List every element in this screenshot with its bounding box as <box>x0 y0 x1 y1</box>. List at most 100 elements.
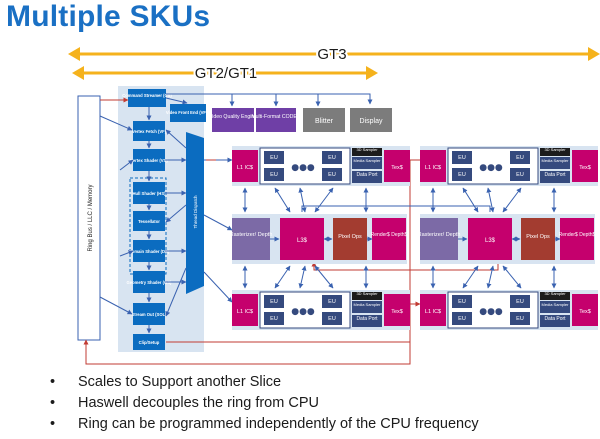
bullet-item: • Haswell decouples the ring from CPU <box>50 393 479 414</box>
display-label: Display <box>360 118 383 125</box>
eu-block-bottom-right <box>419 289 599 331</box>
eu-label: EU <box>458 172 466 178</box>
render-depth-label: Render$ Depth$ <box>371 232 408 238</box>
domain-shader-box <box>133 240 165 262</box>
pixel-ops-label: Pixel Ops <box>526 234 550 240</box>
blitter-label: Blitter <box>315 118 334 125</box>
display-box <box>350 108 392 132</box>
eu-label: EU <box>516 299 524 305</box>
data-port-label: Data Port <box>544 316 566 322</box>
sampler-3d-label: 3D Sampler <box>356 291 378 296</box>
pipeline-arrows <box>99 93 373 334</box>
eu-ellipsis: ●●● <box>291 163 315 173</box>
eu-label: EU <box>270 316 278 322</box>
gt2-gt1-label: GT2/GT1 <box>195 65 258 82</box>
bullet-marker: • <box>50 416 56 432</box>
l1-ics-label: L1 IC$ <box>425 165 441 171</box>
stream-out-box <box>133 303 165 325</box>
tex-label: Tex$ <box>579 165 591 171</box>
eu-block-top-left <box>231 145 411 187</box>
eu-label: EU <box>458 316 466 322</box>
rasterizer-label: Rasterizer/ Depth <box>230 232 273 238</box>
l1-ics-label: L1 IC$ <box>237 165 253 171</box>
eu-label: EU <box>458 155 466 161</box>
thread-dispatch-label: Thread Dispatch <box>193 195 198 229</box>
clip-setup-box <box>133 334 165 350</box>
eu-label: EU <box>328 155 336 161</box>
eu-block-top-right <box>419 145 599 187</box>
media-sampler-label: Media Sampler <box>542 158 570 163</box>
l1-ics-label: L1 IC$ <box>425 309 441 315</box>
hull-shader-label: Hull Shader (HS) <box>132 191 166 196</box>
l3-label: L3$ <box>297 238 308 244</box>
eu-ellipsis: ●●● <box>291 307 315 317</box>
l3-block-left <box>232 214 407 264</box>
stream-out-label: Stream Out (SOL) <box>131 312 167 317</box>
gt3-range-arrow <box>68 47 600 61</box>
bullet-marker: • <box>50 374 56 390</box>
vertex-shader-label: Vertex Shader (VS) <box>130 158 168 163</box>
bullet-marker: • <box>50 395 56 411</box>
bullet-text: Haswell decouples the ring from CPU <box>78 395 319 411</box>
eu-label: EU <box>328 172 336 178</box>
multi-format-codec-label: Multi-Format CODEC <box>251 114 301 120</box>
l3-label: L3$ <box>485 238 496 244</box>
eu-label: EU <box>270 299 278 305</box>
eu-label: EU <box>516 316 524 322</box>
pixel-ops-label: Pixel Ops <box>338 234 362 240</box>
media-sampler-label: Media Sampler <box>354 302 382 307</box>
tessellator-label: Tessellator <box>138 219 160 224</box>
eu-label: EU <box>516 155 524 161</box>
tessellator-box <box>133 211 165 231</box>
eu-label: EU <box>328 299 336 305</box>
eu-label: EU <box>328 316 336 322</box>
video-front-end-label: Video Front End (VFE) <box>166 110 211 115</box>
vertex-fetch-label: Vertex Fetch (VF) <box>132 129 167 134</box>
blitter-box <box>303 108 345 132</box>
thread-dispatch-bar <box>186 132 204 294</box>
data-port-label: Data Port <box>356 316 378 322</box>
bullet-text: Scales to Support another Slice <box>78 374 282 390</box>
l3-block-right <box>420 214 595 264</box>
geometry-shader-box <box>133 271 165 293</box>
command-streamer-box <box>128 89 166 107</box>
vertex-shader-box <box>133 149 165 171</box>
eu-ellipsis: ●●● <box>479 307 503 317</box>
eu-label: EU <box>516 172 524 178</box>
eu-label: EU <box>270 155 278 161</box>
media-sampler-label: Media Sampler <box>354 158 382 163</box>
bullet-text: Ring can be programmed independently of … <box>78 416 479 432</box>
video-quality-engine-box <box>212 108 254 132</box>
gt3-label: GT3 <box>317 46 346 63</box>
tex-label: Tex$ <box>579 309 591 315</box>
tex-label: Tex$ <box>391 309 403 315</box>
sampler-3d-label: 3D Sampler <box>544 147 566 152</box>
ring-connections <box>83 97 499 365</box>
video-front-end-box <box>170 104 206 122</box>
hull-shader-box <box>133 182 165 204</box>
eu-ellipsis: ●●● <box>479 163 503 173</box>
eu-block-bottom-left <box>231 289 411 331</box>
eu-label: EU <box>270 172 278 178</box>
gt2-gt1-range-arrow <box>72 66 378 80</box>
clip-setup-label: Clip/Setup <box>139 340 160 345</box>
ring-bus-label: Ring Bus / LLC / Memory <box>88 184 94 251</box>
slide-title: Multiple SKUs <box>6 0 211 33</box>
data-port-label: Data Port <box>356 172 378 178</box>
vertex-fetch-box <box>133 121 165 141</box>
tex-label: Tex$ <box>391 165 403 171</box>
ring-bus <box>77 95 101 341</box>
geometry-shader-label: Geometry Shader (GS) <box>127 280 173 285</box>
rasterizer-label: Rasterizer/ Depth <box>418 232 461 238</box>
render-depth-label: Render$ Depth$ <box>559 232 596 238</box>
multi-format-codec-box <box>256 108 296 132</box>
l1-ics-label: L1 IC$ <box>237 309 253 315</box>
sampler-3d-label: 3D Sampler <box>544 291 566 296</box>
domain-shader-label: Domain Shader (DS) <box>129 249 170 254</box>
slice-arrows <box>242 187 561 289</box>
command-streamer-label: Command Streamer (CS) <box>122 93 172 98</box>
sampler-3d-label: 3D Sampler <box>356 147 378 152</box>
video-quality-engine-label: Video Quality Engine <box>209 114 257 120</box>
bullet-list: • Scales to Support another Slice • Haswel… <box>50 372 479 435</box>
